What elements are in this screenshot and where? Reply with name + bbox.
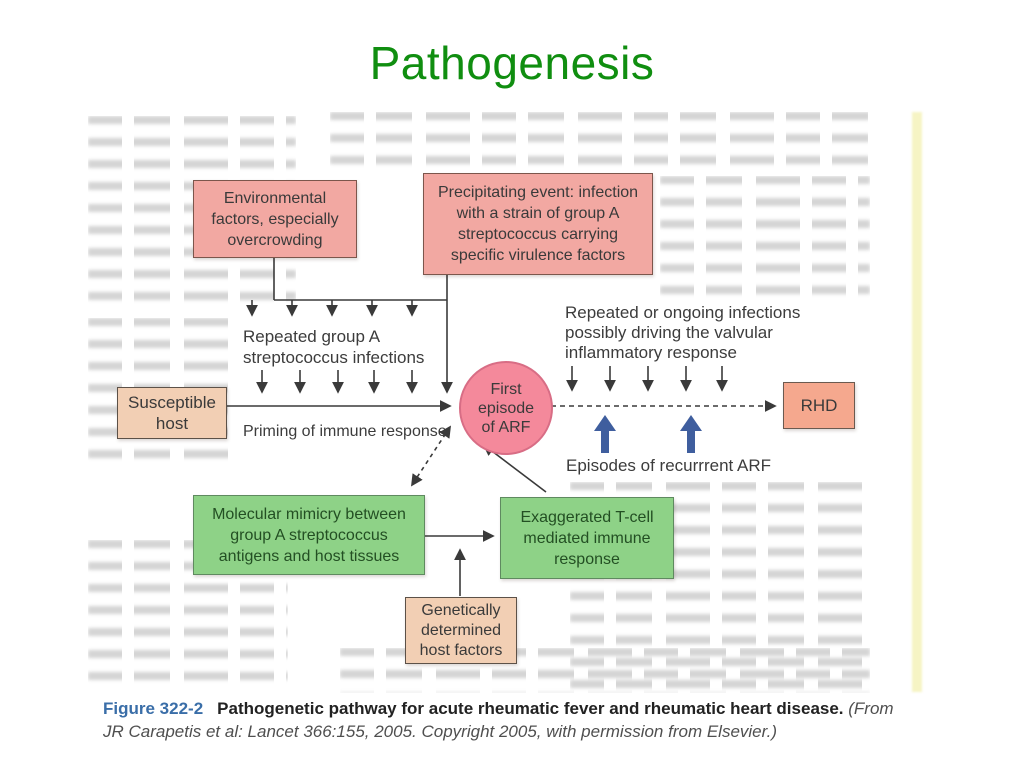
node-rhd: RHD [783,382,855,429]
slide-title: Pathogenesis [369,37,655,89]
caption-title: Pathogenetic pathway for acute rheumatic… [217,699,844,718]
label-ongoing-infections: Repeated or ongoing infections possibly … [565,303,801,362]
node-environmental-factors: Environmental factors, especially overcr… [193,180,357,258]
label-repeated-infections: Repeated group A streptococcus infection… [243,327,425,367]
page-gutter-highlight [912,112,922,692]
node-tcell-response: Exaggerated T-cell mediated immune respo… [500,497,674,579]
node-susceptible-host: Susceptible host [117,387,227,439]
label-priming-immune-response: Priming of immune response [243,423,447,440]
blue-up-arrow-icon [680,415,702,453]
caption-citation: (From JR Carapetis et al: Lancet 366:155… [103,699,894,741]
node-precipitating-event: Precipitating event: infection with a st… [423,173,653,275]
blue-up-arrow-icon [594,415,616,453]
label-recurrent-arf-episodes: Episodes of recurrrent ARF [566,456,772,475]
node-genetic-factors: Genetically determined host factors [405,597,517,664]
recurrence-up-arrows [594,415,702,453]
figure-caption: Figure 322-2 Pathogenetic pathway for acu… [103,697,908,743]
node-first-episode-arf: First episode of ARF [459,361,553,455]
node-molecular-mimicry: Molecular mimicry between group A strept… [193,495,425,575]
blurred-text-top-center [330,112,870,170]
blurred-text-right-top [660,176,870,304]
caption-figure-number: Figure 322-2 [103,699,204,718]
